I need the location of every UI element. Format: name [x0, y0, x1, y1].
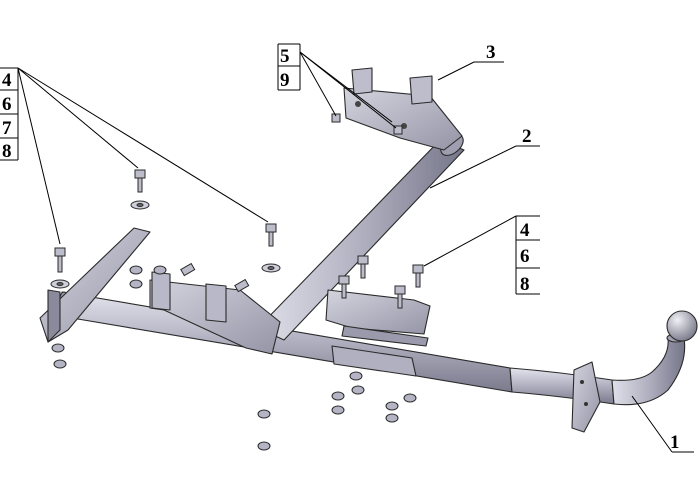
callout-part-3: 3: [486, 42, 496, 63]
washer-set: [50, 200, 281, 289]
tow-hook-neck: [611, 333, 686, 406]
right-bracket: [325, 289, 431, 347]
callout-left-2: 6: [2, 94, 12, 115]
callout-left-1: 4: [2, 70, 12, 91]
callout-group-top: 5 9: [277, 43, 301, 91]
beam-clamp: [331, 345, 417, 377]
top-bracket: [343, 67, 463, 151]
callout-part-2: 2: [522, 126, 532, 147]
callout-group-left: 4 6 7 8: [0, 67, 19, 162]
left-mount-plate: [39, 227, 151, 343]
callout-group-right: 4 6 8: [515, 215, 540, 295]
center-bracket: [149, 271, 281, 355]
callout-right-3: 8: [520, 274, 530, 295]
callout-part-1: 1: [670, 432, 680, 453]
callout-right-2: 6: [520, 246, 530, 267]
leader-lines: [17, 51, 694, 453]
callout-top-2: 9: [280, 70, 290, 91]
bolt-set: [54, 113, 424, 309]
callout-right-1: 4: [520, 220, 530, 241]
callout-top-1: 5: [280, 46, 290, 67]
socket-plate: [571, 361, 601, 433]
callout-left-3: 7: [2, 118, 12, 139]
callout-left-4: 8: [2, 141, 12, 162]
nut-set: [51, 265, 417, 451]
tow-ball: [666, 310, 698, 342]
